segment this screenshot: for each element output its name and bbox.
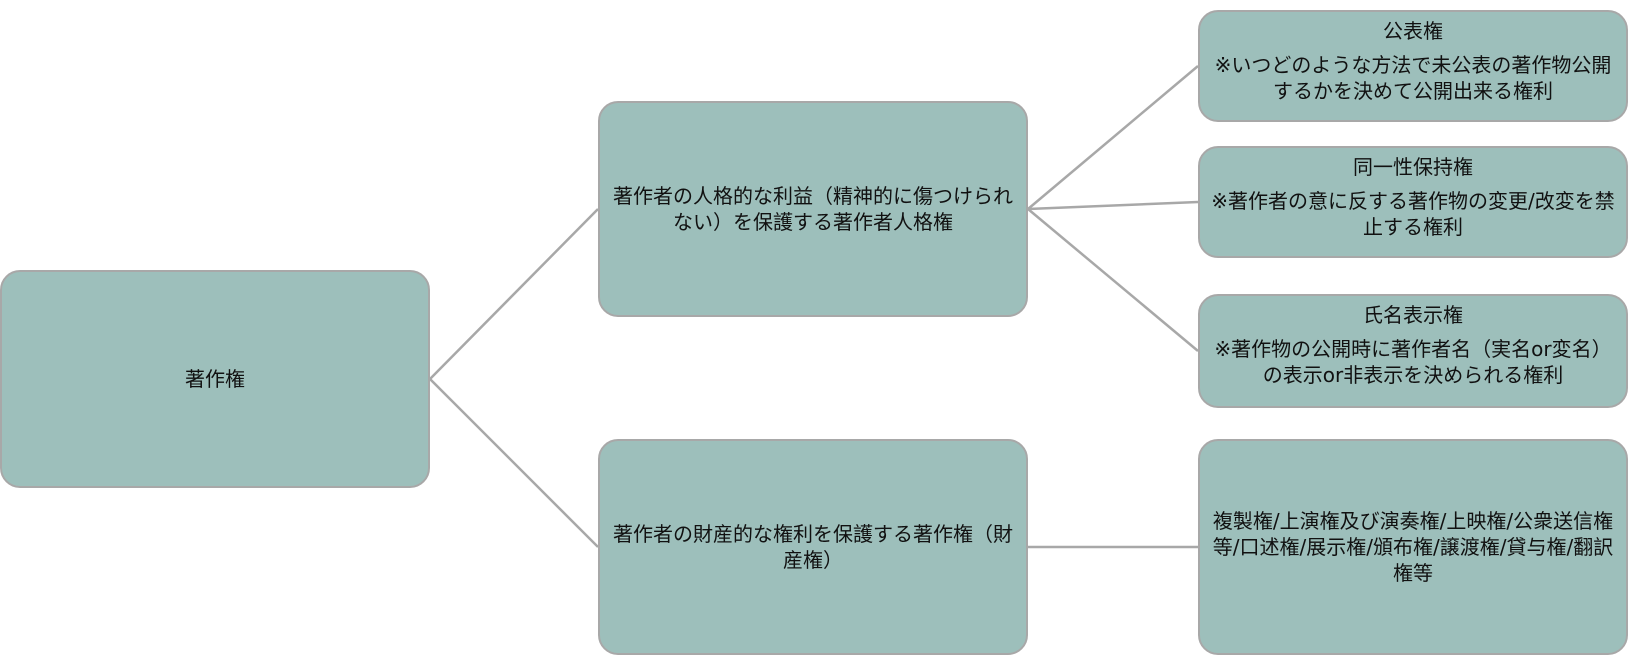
node-property-rights-list-label: 複製権/上演権及び演奏権/上映権/公衆送信権等/口述権/展示権/頒布権/譲渡権/…	[1212, 509, 1614, 585]
node-integrity-right-desc: ※著作者の意に反する著作物の変更/改変を禁止する権利	[1211, 189, 1615, 239]
node-property-rights: 著作者の財産的な権利を保護する著作権（財産権）	[598, 439, 1028, 655]
node-publication-right-title: 公表権	[1383, 19, 1443, 43]
node-publication-right: 公表権 ※いつどのような方法で未公表の著作物公開するかを決めて公開出来る権利	[1198, 10, 1628, 122]
connector-root-moral	[429, 208, 599, 380]
node-publication-right-desc: ※いつどのような方法で未公表の著作物公開するかを決めて公開出来る権利	[1214, 53, 1612, 103]
connector-moral-leaf3	[1027, 208, 1199, 352]
node-attribution-right-desc: ※著作物の公開時に著作者名（実名or変名）の表示or非表示を決められる権利	[1214, 337, 1612, 387]
node-moral-rights: 著作者の人格的な利益（精神的に傷つけられない）を保護する著作者人格権	[598, 101, 1028, 317]
node-integrity-right: 同一性保持権 ※著作者の意に反する著作物の変更/改変を禁止する権利	[1198, 146, 1628, 258]
node-attribution-right-title: 氏名表示権	[1363, 303, 1463, 327]
node-copyright-root: 著作権	[0, 270, 430, 488]
node-attribution-right: 氏名表示権 ※著作物の公開時に著作者名（実名or変名）の表示or非表示を決められ…	[1198, 294, 1628, 408]
connector-moral-leaf1	[1027, 65, 1199, 210]
node-moral-rights-label: 著作者の人格的な利益（精神的に傷つけられない）を保護する著作者人格権	[613, 184, 1013, 234]
node-copyright-root-label: 著作権	[185, 367, 245, 391]
node-property-rights-label: 著作者の財産的な権利を保護する著作権（財産権）	[613, 522, 1013, 572]
connector-root-property	[429, 378, 599, 548]
node-property-rights-list: 複製権/上演権及び演奏権/上映権/公衆送信権等/口述権/展示権/頒布権/譲渡権/…	[1198, 439, 1628, 655]
connector-moral-leaf2	[1027, 200, 1199, 211]
node-integrity-right-title: 同一性保持権	[1353, 155, 1473, 179]
